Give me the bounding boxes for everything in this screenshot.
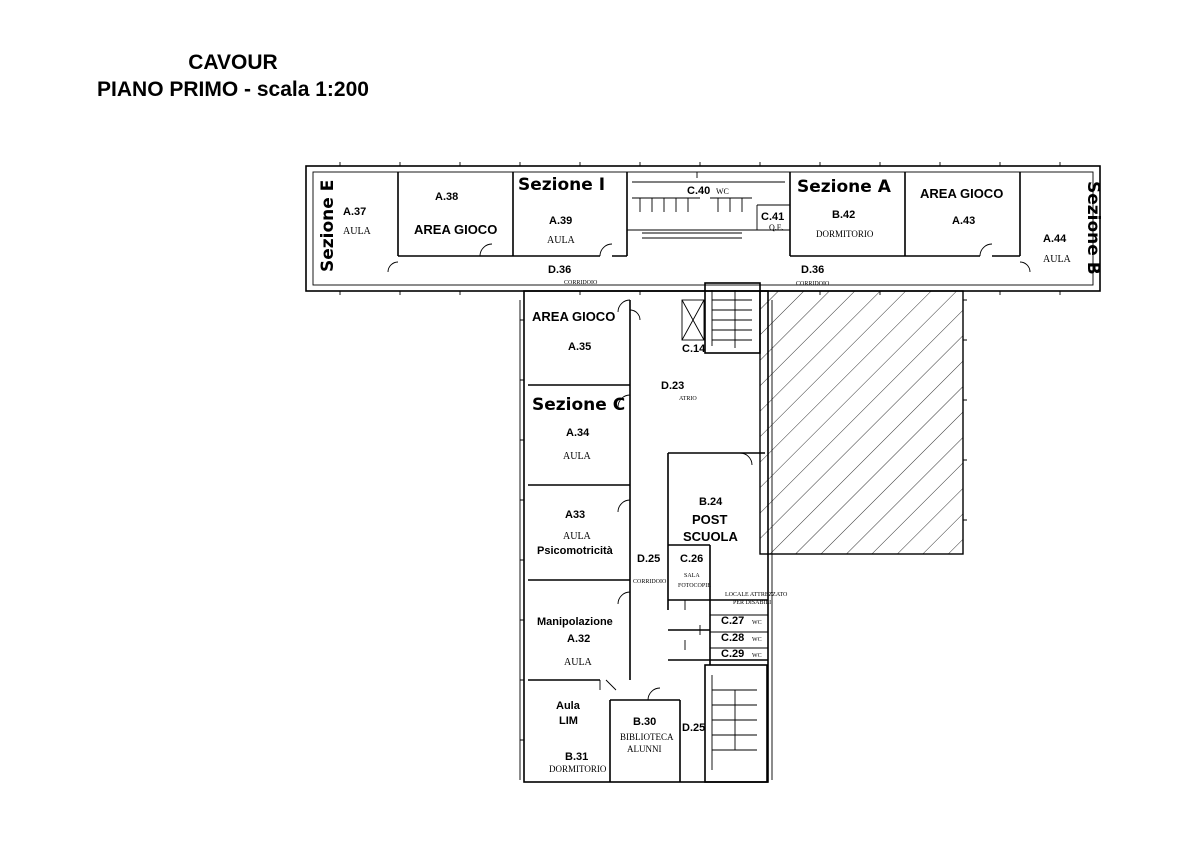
room-c26-code: C.26 xyxy=(680,553,703,565)
room-b24-code: B.24 xyxy=(699,496,723,508)
room-a34-use: AULA xyxy=(563,451,592,462)
room-a32-use: AULA xyxy=(564,657,593,668)
corridor-d36-east-code: D.36 xyxy=(801,264,824,276)
room-a43-label: AREA GIOCO xyxy=(920,186,1003,201)
room-b31-code: B.31 xyxy=(565,751,588,763)
hatched-void-area xyxy=(759,290,964,555)
atrium-d23-use: ATRIO xyxy=(679,396,697,402)
room-c29-code: C.29 xyxy=(721,648,744,660)
room-a32-code: A.32 xyxy=(567,633,590,645)
corridor-d25-south-code: D.25 xyxy=(682,722,705,734)
section-b-heading: Sezione B xyxy=(1083,181,1103,275)
room-b30-use1: BIBLIOTECA xyxy=(620,732,674,742)
room-a38-code: A.38 xyxy=(435,191,458,203)
room-b31-label1: Aula xyxy=(556,700,581,712)
room-a39-code: A.39 xyxy=(549,215,572,227)
room-c28-code: C.28 xyxy=(721,632,744,644)
room-a35-code: A.35 xyxy=(568,341,591,353)
room-a38-label: AREA GIOCO xyxy=(414,222,497,237)
room-c40-code: C.40 xyxy=(687,185,710,197)
room-a44-use: AULA xyxy=(1043,254,1072,265)
section-c-heading: Sezione C xyxy=(532,395,625,415)
room-c26-use1: SALA xyxy=(684,573,700,579)
section-e-heading: Sezione E xyxy=(318,180,338,272)
room-c14-code: C.14 xyxy=(682,343,706,355)
room-a43-code: A.43 xyxy=(952,215,975,227)
corridor-d36-west-code: D.36 xyxy=(548,264,571,276)
room-c40-use: WC xyxy=(716,187,729,196)
room-a37-use: AULA xyxy=(343,226,372,237)
accessible-room-line2: PER DISABILI xyxy=(733,600,771,606)
room-a35-label: AREA GIOCO xyxy=(532,309,615,324)
room-c41-use: Q.E. xyxy=(769,223,784,232)
section-a-heading: Sezione A xyxy=(797,177,892,197)
plan-subtitle: PIANO PRIMO - scala 1:200 xyxy=(97,78,369,101)
room-b30-code: B.30 xyxy=(633,716,656,728)
room-b31-label2: LIM xyxy=(559,715,578,727)
room-b24-label2: SCUOLA xyxy=(683,529,739,544)
room-b24-label1: POST xyxy=(692,512,727,527)
room-c27-use: WC xyxy=(752,620,762,626)
corridor-d25-code: D.25 xyxy=(637,553,660,565)
room-a44-code: A.44 xyxy=(1043,233,1067,245)
room-b30-use2: ALUNNI xyxy=(627,744,662,754)
room-b31-use: DORMITORIO xyxy=(549,764,607,774)
room-a33-label: Psicomotricità xyxy=(537,545,614,557)
room-a32-label: Manipolazione xyxy=(537,616,613,628)
room-a33-code: A33 xyxy=(565,509,585,521)
room-b42-code: B.42 xyxy=(832,209,855,221)
room-a33-use: AULA xyxy=(563,531,592,542)
room-b42-use: DORMITORIO xyxy=(816,229,874,239)
corridor-d36-west-use: CORRIDOIO xyxy=(564,280,598,286)
room-c29-use: WC xyxy=(752,653,762,659)
room-c41-code: C.41 xyxy=(761,211,784,223)
atrium-d23-code: D.23 xyxy=(661,380,684,392)
accessible-room-line1: LOCALE ATTREZZATO xyxy=(725,592,788,598)
room-a39-use: AULA xyxy=(547,235,576,246)
corridor-d25-use: CORRIDOIO xyxy=(633,579,667,585)
room-c27-code: C.27 xyxy=(721,615,744,627)
plan-title: CAVOUR xyxy=(188,51,278,74)
room-a37-code: A.37 xyxy=(343,206,366,218)
corridor-d36-east-use: CORRIDOIO xyxy=(796,281,830,287)
room-a34-code: A.34 xyxy=(566,427,590,439)
room-c26-use2: FOTOCOPIE xyxy=(678,583,711,589)
section-i-heading: Sezione I xyxy=(518,175,605,195)
room-c28-use: WC xyxy=(752,637,762,643)
